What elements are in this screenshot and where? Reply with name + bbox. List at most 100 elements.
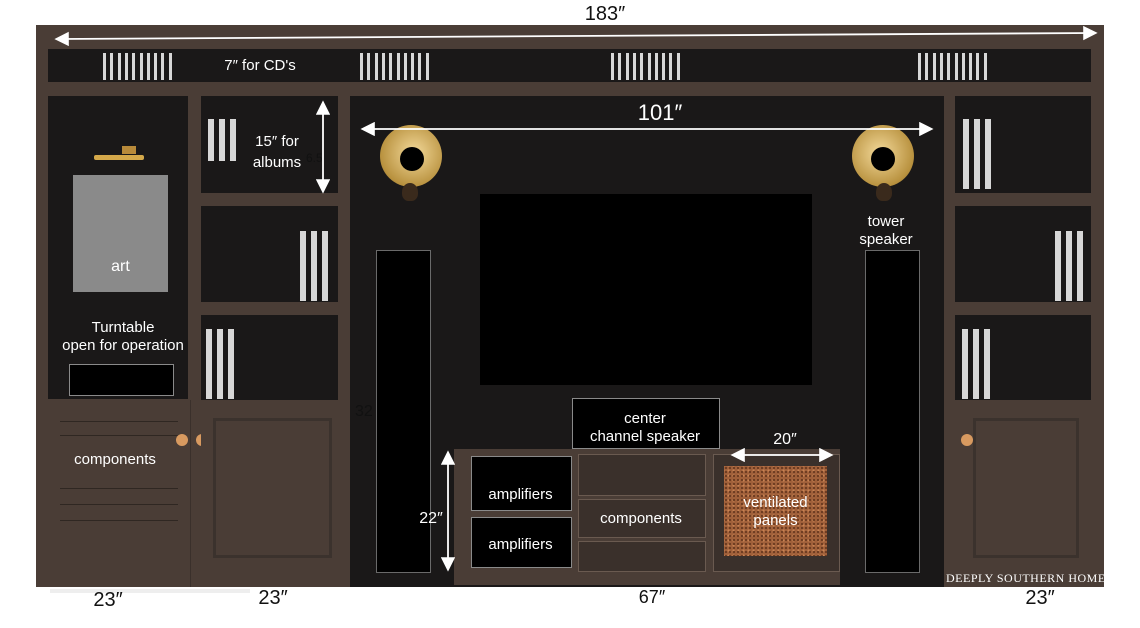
spine-bar (632, 53, 636, 80)
right-bars-1 (963, 119, 997, 189)
spine-bar (411, 53, 415, 80)
spine-bar (154, 53, 158, 80)
spine-bar (961, 53, 965, 80)
spine-bar (918, 53, 921, 80)
spine-bar (425, 53, 429, 80)
spine-bar (322, 231, 328, 301)
spine-bar (963, 119, 969, 189)
amplifier-2 (471, 517, 572, 568)
spine-bar (984, 329, 990, 399)
cabinet-door-left-2[interactable] (201, 400, 346, 587)
spine-bar (973, 329, 979, 399)
spine-bar (208, 119, 214, 161)
spine-bar (230, 119, 236, 161)
spine-bar (647, 53, 651, 80)
spine-bar (662, 53, 666, 80)
spine-bar (110, 53, 114, 80)
spine-bar (103, 53, 106, 80)
spine-bar (228, 329, 234, 399)
cd-shelf-divider (48, 82, 1091, 96)
cd-group-2 (360, 53, 432, 80)
spine-bar (132, 53, 136, 80)
center-label-2: channel speaker (589, 428, 701, 445)
spine-bar (954, 53, 958, 80)
spine-bar (381, 53, 385, 80)
spine-bar (124, 53, 128, 80)
picture-light (94, 146, 144, 164)
spine-bar (976, 53, 980, 80)
spine-bar (618, 53, 622, 80)
bottom-left-label-1: 23″ (93, 589, 123, 611)
panel-width-label: 20″ (773, 431, 797, 448)
album-bars-3 (206, 329, 240, 399)
spine-bar (939, 53, 943, 80)
spine-bar (962, 329, 968, 399)
amplifier-1 (471, 456, 572, 511)
spine-bar (654, 53, 658, 80)
console-drawer-1[interactable] (578, 454, 706, 496)
ventilated-label-2: panels (753, 512, 798, 529)
spine-bar (669, 53, 673, 80)
spine-bar (206, 329, 212, 399)
cabinet-door-right[interactable] (955, 400, 1095, 587)
spine-bar (932, 53, 936, 80)
cd-group-3 (611, 53, 683, 80)
cd-shelf-label: 7″ for CD's (224, 57, 296, 74)
turntable-label-2: open for operation (62, 337, 184, 354)
turntable (69, 364, 174, 396)
turntable-label-1: Turntable (91, 319, 155, 336)
knob-left-1[interactable] (176, 434, 188, 446)
spine-bar (640, 53, 644, 80)
spine-bar (1077, 231, 1083, 301)
cd-group-1 (103, 53, 175, 80)
ventilated-panel (724, 466, 827, 556)
spine-bar (311, 231, 317, 301)
console-height-label: 22″ (419, 510, 443, 527)
cd-group-4 (918, 53, 990, 80)
spine-bar (985, 119, 991, 189)
spine-bar (969, 53, 973, 80)
spine-bar (139, 53, 143, 80)
spine-bar (360, 53, 363, 80)
tower-speaker-right (865, 250, 920, 573)
spine-bar (161, 53, 165, 80)
album-dim-line2: albums (252, 154, 302, 171)
cd-shelf (48, 49, 1091, 82)
album-dim-line1: 15″ for (255, 133, 299, 150)
album-bars-2 (300, 231, 334, 301)
center-label-1: center (624, 410, 666, 427)
spine-bar (367, 53, 371, 80)
brand-watermark: DEEPLY SOUTHERN HOME (946, 571, 1106, 585)
components-door-left[interactable] (48, 400, 191, 587)
tower-speaker-left (376, 250, 431, 573)
spine-bar (925, 53, 929, 80)
album-shelf-3 (201, 315, 338, 400)
bottom-left-label-2: 23″ (258, 587, 288, 609)
album-bars-1 (208, 119, 242, 161)
total-width-label: 183″ (584, 3, 626, 25)
bottom-center-label: 67″ (638, 587, 666, 607)
components-left-label: components (74, 451, 156, 468)
tv-span-label: 101″ (637, 100, 683, 125)
spine-bar (625, 53, 629, 80)
spine-bar (217, 329, 223, 399)
spine-bar (389, 53, 393, 80)
art-label: art (111, 258, 130, 275)
console-drawer-3[interactable] (578, 541, 706, 572)
ventilated-label-1: ventilated (743, 494, 808, 511)
spine-bar (300, 231, 306, 301)
center-channel-speaker (572, 398, 720, 449)
bottom-right-label: 23″ (1025, 587, 1055, 609)
spine-bar (117, 53, 121, 80)
knob-right[interactable] (961, 434, 973, 446)
spine-bar (374, 53, 378, 80)
right-bars-2 (1055, 231, 1089, 301)
tower-label-1: tower (867, 213, 905, 230)
spine-bar (168, 53, 172, 80)
total-width-arrow (54, 25, 1098, 47)
console-drawer-2[interactable] (578, 499, 706, 538)
components-center-label: components (600, 510, 682, 527)
art-canvas (73, 175, 168, 292)
spine-bar (403, 53, 407, 80)
